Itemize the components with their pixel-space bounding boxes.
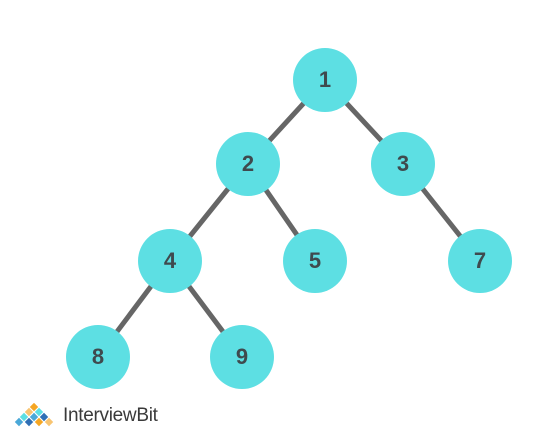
logo-tile [14,417,24,427]
tree-node-circle [216,132,280,196]
logo-tile [29,412,39,422]
tree-node-circle [283,229,347,293]
tree-node-circle [293,48,357,112]
tree-node-label: 3 [397,151,409,176]
brand-name: InterviewBit [63,405,158,426]
brand-watermark: InterviewBit [14,400,158,432]
tree-node-circle [448,229,512,293]
tree-node-label: 7 [474,248,486,273]
tree-node-3: 3 [371,132,435,196]
tree-node-5: 5 [283,229,347,293]
tree-node-circle [138,229,202,293]
tree-node-4: 4 [138,229,202,293]
tree-node-8: 8 [66,325,130,389]
binary-tree-diagram: 1 2 3 4 5 7 8 9 [66,48,512,389]
logo-tile [39,412,49,422]
tree-node-label: 8 [92,344,104,369]
tree-node-circle [66,325,130,389]
tree-node-circle [210,325,274,389]
logo-tile [34,407,44,417]
tree-nodes: 1 2 3 4 5 7 8 9 [66,48,512,389]
logo-tile [24,407,34,417]
tree-node-label: 9 [236,344,248,369]
tree-node-2: 2 [216,132,280,196]
tree-node-1: 1 [293,48,357,112]
tree-node-circle [371,132,435,196]
logo-tile [34,417,44,427]
interviewbit-logo-icon [14,403,54,427]
tree-edges [95,77,483,360]
tree-node-9: 9 [210,325,274,389]
tree-node-7: 7 [448,229,512,293]
logo-tile [19,412,29,422]
logo-tile [44,417,54,427]
logo-tile [24,417,34,427]
tree-node-label: 1 [319,67,331,92]
logo-tile [29,403,39,412]
tree-node-label: 4 [164,248,177,273]
tree-node-label: 5 [309,248,321,273]
tree-node-label: 2 [242,151,254,176]
